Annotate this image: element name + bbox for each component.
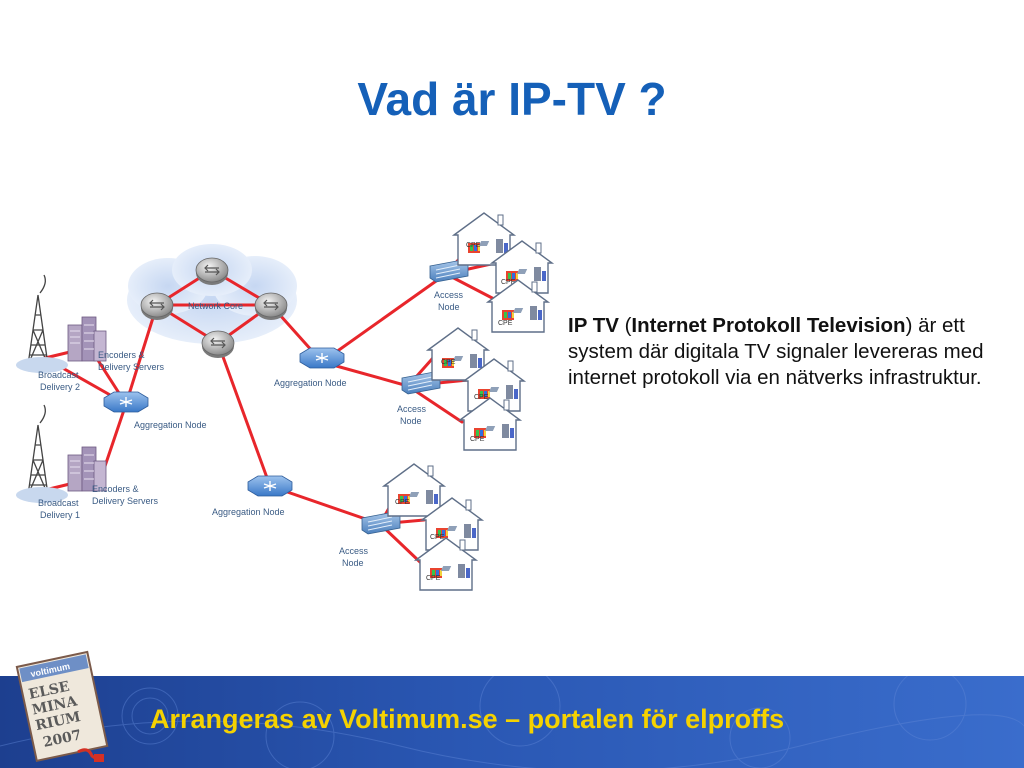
core-router-top	[195, 257, 229, 286]
broadcast-delivery-2-label: Delivery 2	[40, 382, 80, 392]
access-node-label: Node	[438, 302, 460, 312]
elseminarium-logo: voltimum ELSE MINA RIUM 2007	[15, 650, 109, 763]
slide-title: Vad är IP-TV ?	[357, 73, 667, 125]
cpe-label: CPE	[498, 320, 513, 327]
open-paren: (	[618, 314, 632, 337]
aggregation-node-label: Aggregation Node	[274, 378, 347, 388]
logo-year: 2007	[42, 727, 83, 751]
cpe-label: CPE	[426, 575, 441, 582]
access-node-label: Node	[400, 416, 422, 426]
broadcast-label: Broadcast	[38, 370, 79, 380]
aggregation-node-bottom	[247, 475, 293, 497]
access-node-label: Access	[339, 546, 369, 556]
cpe-label: CPE	[430, 534, 445, 541]
core-router-left	[140, 292, 174, 321]
footer-banner: Arrangeras av Voltimum.se – portalen för…	[0, 676, 1024, 768]
broadcast-delivery-1-label: Delivery 1	[40, 510, 80, 520]
iptv-term: IP TV	[568, 314, 619, 337]
access-node-label: Node	[342, 558, 364, 568]
aggregation-node-label: Aggregation Node	[212, 507, 285, 517]
aggregation-node-center	[299, 347, 345, 369]
encoders-label: Encoders &	[92, 484, 139, 494]
access-node-label: Access	[434, 290, 464, 300]
cpe-label: CPE	[466, 242, 481, 249]
iptv-network-diagram: Network Core Aggregation Node Aggregatio…	[15, 212, 553, 591]
core-router-right	[254, 292, 288, 321]
broadcast-tower-2	[15, 274, 69, 374]
cpe-label: CPE	[441, 359, 456, 366]
broadcast-label: Broadcast	[38, 498, 79, 508]
iptv-description-body: är ett system där digitala TV signaler l…	[568, 314, 984, 389]
footer-text: Arrangeras av Voltimum.se – portalen för…	[150, 704, 785, 734]
encoders-label: Delivery Servers	[92, 496, 159, 506]
cpe-label: CPE	[395, 499, 410, 506]
aggregation-node-left	[103, 391, 149, 413]
footer-pattern	[0, 676, 1024, 768]
iptv-description: IP TV (Internet Protokoll Television) är…	[568, 313, 1013, 391]
iptv-expansion: Internet Protokoll Television	[631, 314, 906, 337]
encoders-label: Delivery Servers	[98, 362, 165, 372]
broadcast-tower-1	[15, 404, 69, 504]
access-node-label: Access	[397, 404, 427, 414]
aggregation-node-label: Aggregation Node	[134, 420, 207, 430]
cpe-house	[383, 463, 445, 517]
network-core-label: Network Core	[188, 301, 243, 311]
cpe-label: CPE	[474, 394, 489, 401]
plug-icon	[94, 754, 104, 762]
plug-cable-icon	[77, 748, 99, 762]
encoders-label: Encoders &	[98, 350, 145, 360]
core-router-bottom	[201, 330, 235, 359]
cpe-label: CPE	[501, 279, 516, 286]
cpe-label: CPE	[470, 436, 485, 443]
close-paren: )	[905, 314, 913, 337]
